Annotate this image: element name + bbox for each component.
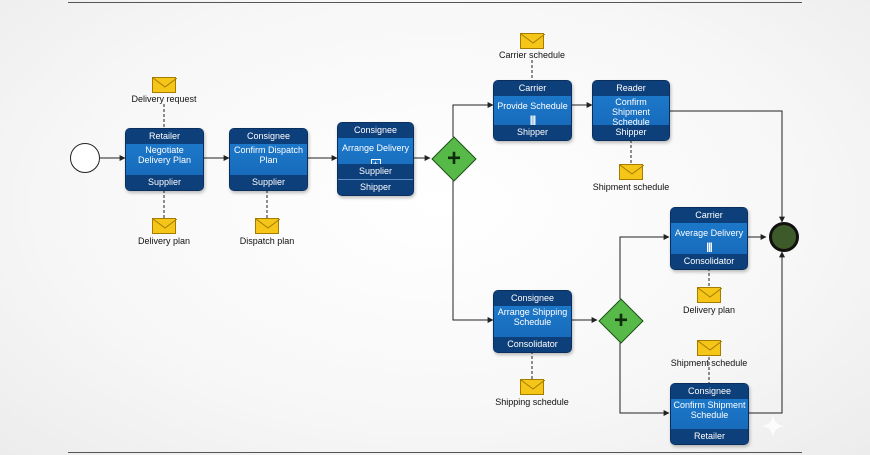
task-footer: Supplier <box>230 175 307 190</box>
flow-confirm-end <box>668 110 785 223</box>
message-label: Shipment schedule <box>670 358 748 368</box>
envelope-icon <box>520 33 545 49</box>
task-arrange-delivery[interactable]: Consignee Arrange Delivery + Supplier Sh… <box>337 122 414 196</box>
task-name: Average Delivery <box>674 228 744 238</box>
task-confirm-shipment-schedule-bottom[interactable]: Consignee Confirm Shipment Schedule Reta… <box>670 383 749 445</box>
task-provide-schedule[interactable]: Carrier Provide Schedule ||| Shipper <box>493 80 572 141</box>
task-role: Reader <box>593 81 669 96</box>
task-role: Retailer <box>126 129 203 144</box>
task-role: Carrier <box>494 81 571 96</box>
flow-gateway2-average <box>619 234 670 299</box>
flow-gateway2-confirm <box>619 341 670 416</box>
multi-instance-marker-icon: ||| <box>706 242 712 253</box>
sparkle-icon <box>761 414 785 438</box>
task-name: Confirm Dispatch Plan <box>233 145 304 165</box>
bottom-divider <box>68 452 802 453</box>
message-label: Dispatch plan <box>239 236 295 246</box>
flow-gateway-shipping <box>452 179 494 323</box>
task-footer: Consolidator <box>671 254 747 269</box>
envelope-icon <box>255 218 280 234</box>
message-label: Carrier schedule <box>498 50 566 60</box>
task-confirm-shipment-schedule-top[interactable]: Reader Confirm Shipment Schedule Shipper <box>592 80 670 141</box>
envelope-icon <box>697 340 722 356</box>
envelope-icon <box>619 164 644 180</box>
top-divider <box>68 2 802 3</box>
start-event <box>70 143 100 173</box>
task-confirm-dispatch-plan[interactable]: Consignee Confirm Dispatch Plan Supplier <box>229 128 308 191</box>
task-footer-shipper: Shipper <box>338 180 413 195</box>
task-name: Provide Schedule <box>497 101 568 111</box>
task-footer: Retailer <box>671 429 748 444</box>
message-label: Delivery plan <box>137 236 191 246</box>
task-negotiate-delivery-plan[interactable]: Retailer Negotiate Delivery Plan Supplie… <box>125 128 204 191</box>
message-label: Delivery plan <box>682 305 736 315</box>
envelope-icon <box>697 287 722 303</box>
task-name: Arrange Delivery <box>341 143 410 153</box>
multi-instance-marker-icon: ||| <box>529 115 536 126</box>
envelope-icon <box>152 77 177 93</box>
task-name: Negotiate Delivery Plan <box>137 145 192 165</box>
plus-icon: + <box>446 145 461 172</box>
task-role: Consignee <box>494 291 571 306</box>
task-name: Arrange Shipping Schedule <box>497 307 568 327</box>
task-arrange-shipping-schedule[interactable]: Consignee Arrange Shipping Schedule Cons… <box>493 290 572 353</box>
flow-gateway-provide <box>452 102 494 137</box>
task-average-delivery[interactable]: Carrier Average Delivery ||| Consolidato… <box>670 207 748 270</box>
task-role: Consignee <box>338 123 413 138</box>
flow-confirm2-end <box>747 251 785 414</box>
envelope-icon <box>152 218 177 234</box>
task-role: Consignee <box>230 129 307 144</box>
message-label: Delivery request <box>131 94 197 104</box>
task-role: Consignee <box>671 384 748 399</box>
task-footer: Shipper <box>494 125 571 140</box>
task-footer: Supplier <box>126 175 203 190</box>
task-footer: Consolidator <box>494 337 571 352</box>
plus-icon: + <box>613 307 628 334</box>
envelope-icon <box>520 379 545 395</box>
task-footer-supplier: Supplier <box>338 164 413 180</box>
end-event <box>769 222 799 252</box>
task-name: Confirm Shipment Schedule <box>673 400 746 420</box>
message-label: Shipment schedule <box>592 182 670 192</box>
task-name: Confirm Shipment Schedule <box>611 97 651 127</box>
message-label: Shipping schedule <box>495 397 569 407</box>
task-role: Carrier <box>671 208 747 223</box>
task-footer: Shipper <box>593 125 669 140</box>
